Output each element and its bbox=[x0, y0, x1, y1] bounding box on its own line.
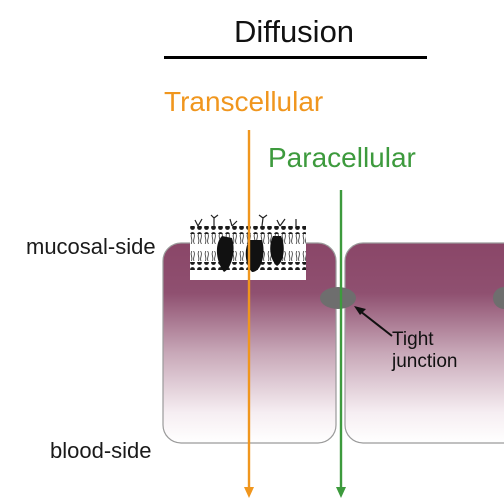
right-cell bbox=[344, 242, 504, 444]
transcellular-label: Transcellular bbox=[164, 86, 324, 117]
diagram-title: Diffusion bbox=[234, 14, 355, 49]
title-underline bbox=[164, 56, 427, 59]
tight-junction-pointer-head bbox=[354, 306, 366, 315]
tight-junction bbox=[320, 287, 356, 309]
tight-junction-pointer bbox=[359, 310, 393, 337]
paracellular-arrowhead bbox=[336, 487, 346, 498]
paracellular-label: Paracellular bbox=[268, 142, 416, 173]
tight-junction-label-line1: Tight bbox=[392, 329, 434, 350]
mucosal-side-label: mucosal-side bbox=[26, 234, 156, 259]
blood-side-label: blood-side bbox=[50, 438, 152, 463]
tight-junction-right bbox=[493, 287, 504, 309]
transcellular-arrowhead bbox=[244, 487, 254, 498]
tight-junction-label-line2: junction bbox=[392, 350, 458, 372]
tight-junction-label: Tight junction bbox=[392, 329, 458, 373]
